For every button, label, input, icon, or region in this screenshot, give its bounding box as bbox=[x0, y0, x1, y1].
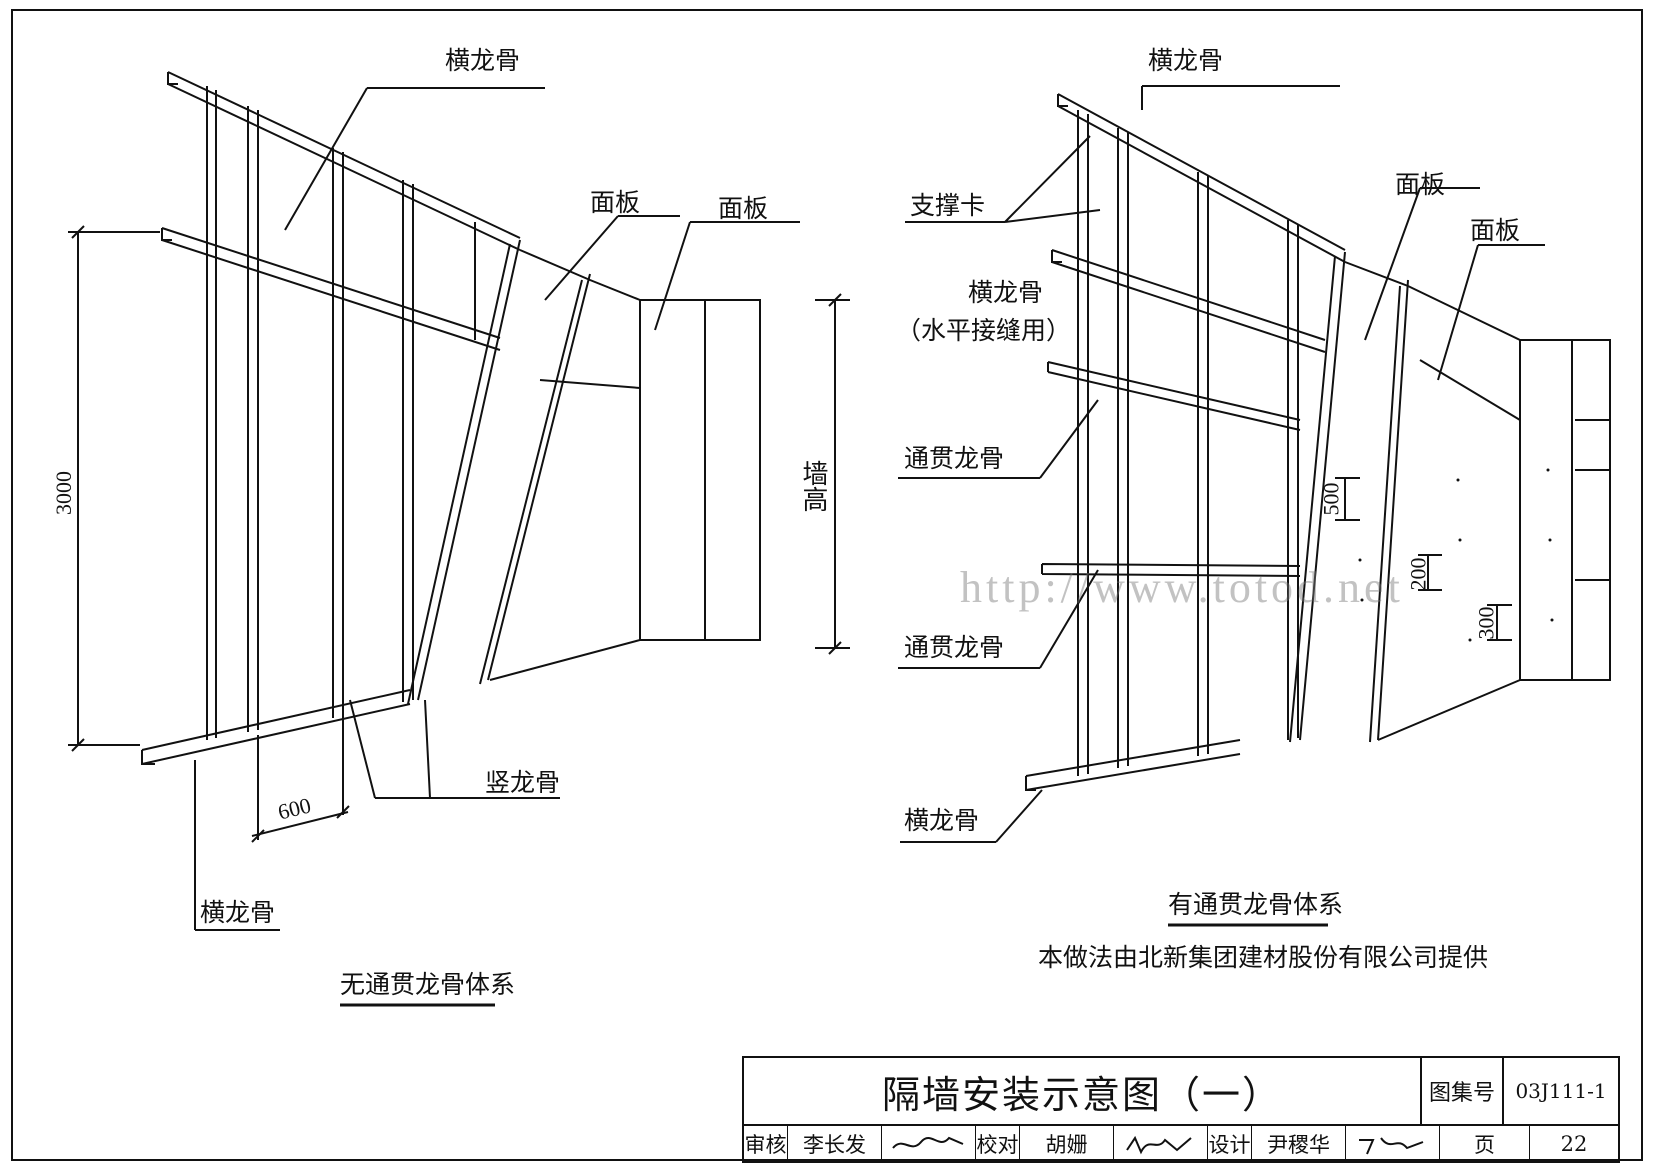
atlas-label: 图集号 bbox=[1422, 1058, 1504, 1126]
left-stud-label: 竖龙骨 bbox=[485, 768, 561, 797]
right-channel1-label: 通贯龙骨 bbox=[904, 444, 1005, 473]
reviewer-name: 李长发 bbox=[788, 1126, 882, 1161]
dim-height-3000: 3000 bbox=[51, 471, 76, 515]
left-panel2-label: 面板 bbox=[718, 194, 769, 223]
right-caption: 有通贯龙骨体系 bbox=[1168, 890, 1344, 919]
drawing-title: 隔墙安装示意图（一） bbox=[744, 1058, 1422, 1126]
right-brace-label: 支撑卡 bbox=[910, 191, 986, 220]
dim-500: 500 bbox=[1318, 482, 1344, 516]
check-label: 校对 bbox=[976, 1126, 1020, 1161]
checker-name: 胡姗 bbox=[1020, 1126, 1114, 1161]
right-panel-label: 面板 bbox=[1395, 170, 1446, 199]
designer-signature bbox=[1346, 1126, 1440, 1161]
checker-signature bbox=[1114, 1126, 1208, 1161]
page-label: 页 bbox=[1440, 1126, 1530, 1161]
credit-note: 本做法由北新集团建材股份有限公司提供 bbox=[1038, 943, 1489, 972]
reviewer-signature-mark bbox=[891, 1136, 963, 1149]
checker-signature-mark bbox=[1125, 1135, 1192, 1154]
design-label: 设计 bbox=[1208, 1126, 1252, 1161]
dim-200: 200 bbox=[1405, 557, 1431, 591]
reviewer-signature bbox=[882, 1126, 976, 1161]
right-panel2-label: 面板 bbox=[1470, 216, 1521, 245]
designer-signature-mark bbox=[1358, 1136, 1423, 1154]
left-caption: 无通贯龙骨体系 bbox=[340, 970, 516, 999]
left-framing bbox=[68, 71, 850, 1007]
right-horiz-runner-note: （水平接缝用） bbox=[896, 316, 1072, 345]
dim-wall-height: 墙高 bbox=[798, 460, 828, 512]
right-top-runner-label: 横龙骨 bbox=[1148, 46, 1224, 75]
right-channel2-label: 通贯龙骨 bbox=[904, 633, 1005, 662]
sheet-border bbox=[11, 9, 1643, 1161]
right-horiz-runner-label: 横龙骨 bbox=[968, 278, 1044, 307]
dim-300: 300 bbox=[1473, 606, 1499, 640]
left-top-runner-label: 横龙骨 bbox=[445, 46, 521, 75]
signature-row: 审核 李长发 校对 胡姗 设计 尹稷华 页 22 bbox=[744, 1126, 1618, 1161]
review-label: 审核 bbox=[744, 1126, 788, 1161]
right-bottom-runner-label: 横龙骨 bbox=[904, 806, 980, 835]
left-panel-label: 面板 bbox=[590, 188, 641, 217]
atlas-number: 03J111-1 bbox=[1504, 1058, 1618, 1126]
title-block: 隔墙安装示意图（一） 图集号 03J111-1 审核 李长发 校对 胡姗 设计 … bbox=[742, 1056, 1620, 1163]
designer-name: 尹稷华 bbox=[1252, 1126, 1346, 1161]
right-framing bbox=[898, 85, 1611, 927]
watermark: http://www.totod.net bbox=[960, 563, 1404, 612]
fastener-dots bbox=[1358, 468, 1554, 642]
page-number: 22 bbox=[1560, 1131, 1588, 1156]
left-bottom-runner-label: 横龙骨 bbox=[200, 898, 276, 927]
